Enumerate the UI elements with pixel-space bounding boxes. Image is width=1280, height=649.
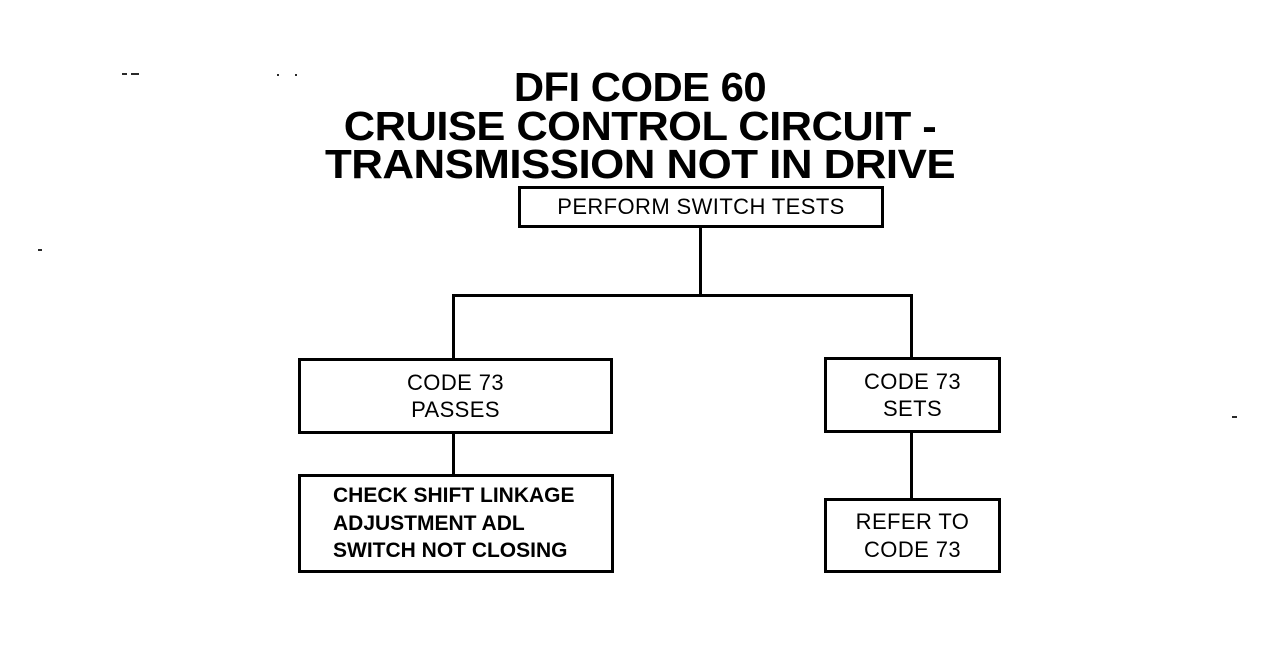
page-title: DFI CODE 60 CRUISE CONTROL CIRCUIT - TRA… (0, 64, 1280, 188)
connector-right-branch-to-result (910, 431, 913, 500)
connector-bus-to-right-branch (910, 294, 913, 359)
scan-speckle (131, 73, 139, 75)
title-line-3: TRANSMISSION NOT IN DRIVE (324, 141, 956, 188)
node-perform-switch-tests-label: PERFORM SWITCH TESTS (557, 194, 845, 220)
scan-speckle (277, 74, 279, 76)
connector-branch-bus (452, 294, 913, 297)
scan-speckle (1232, 416, 1237, 418)
connector-root-to-bus (699, 228, 702, 296)
scan-speckle (38, 249, 42, 251)
node-check-shift-linkage-line-2: ADJUSTMENT ADL (333, 511, 525, 535)
node-code-73-passes-line-2: PASSES (411, 397, 500, 422)
scan-speckle (295, 74, 297, 76)
node-check-shift-linkage-line-1: CHECK SHIFT LINKAGE (333, 483, 575, 507)
node-refer-to-code-73-line-1: REFER TO (855, 509, 970, 534)
node-code-73-passes-line-1: CODE 73 (407, 369, 504, 395)
node-check-shift-linkage: CHECK SHIFT LINKAGE ADJUSTMENT ADL SWITC… (298, 474, 614, 573)
node-perform-switch-tests: PERFORM SWITCH TESTS (518, 186, 884, 228)
connector-left-branch-to-result (452, 432, 455, 476)
node-code-73-sets-line-2: SETS (882, 396, 943, 421)
scan-speckle (122, 73, 127, 75)
title-line-2: CRUISE CONTROL CIRCUIT - (343, 102, 937, 149)
node-code-73-sets: CODE 73 SETS (824, 357, 1001, 433)
title-line-1: DFI CODE 60 (513, 64, 767, 110)
node-refer-to-code-73-line-2: CODE 73 (864, 536, 961, 562)
node-code-73-passes: CODE 73 PASSES (298, 358, 613, 434)
node-refer-to-code-73: REFER TO CODE 73 (824, 498, 1001, 573)
node-code-73-sets-line-1: CODE 73 (864, 368, 961, 394)
node-check-shift-linkage-line-3: SWITCH NOT CLOSING (333, 539, 568, 563)
connector-bus-to-left-branch (452, 294, 455, 360)
